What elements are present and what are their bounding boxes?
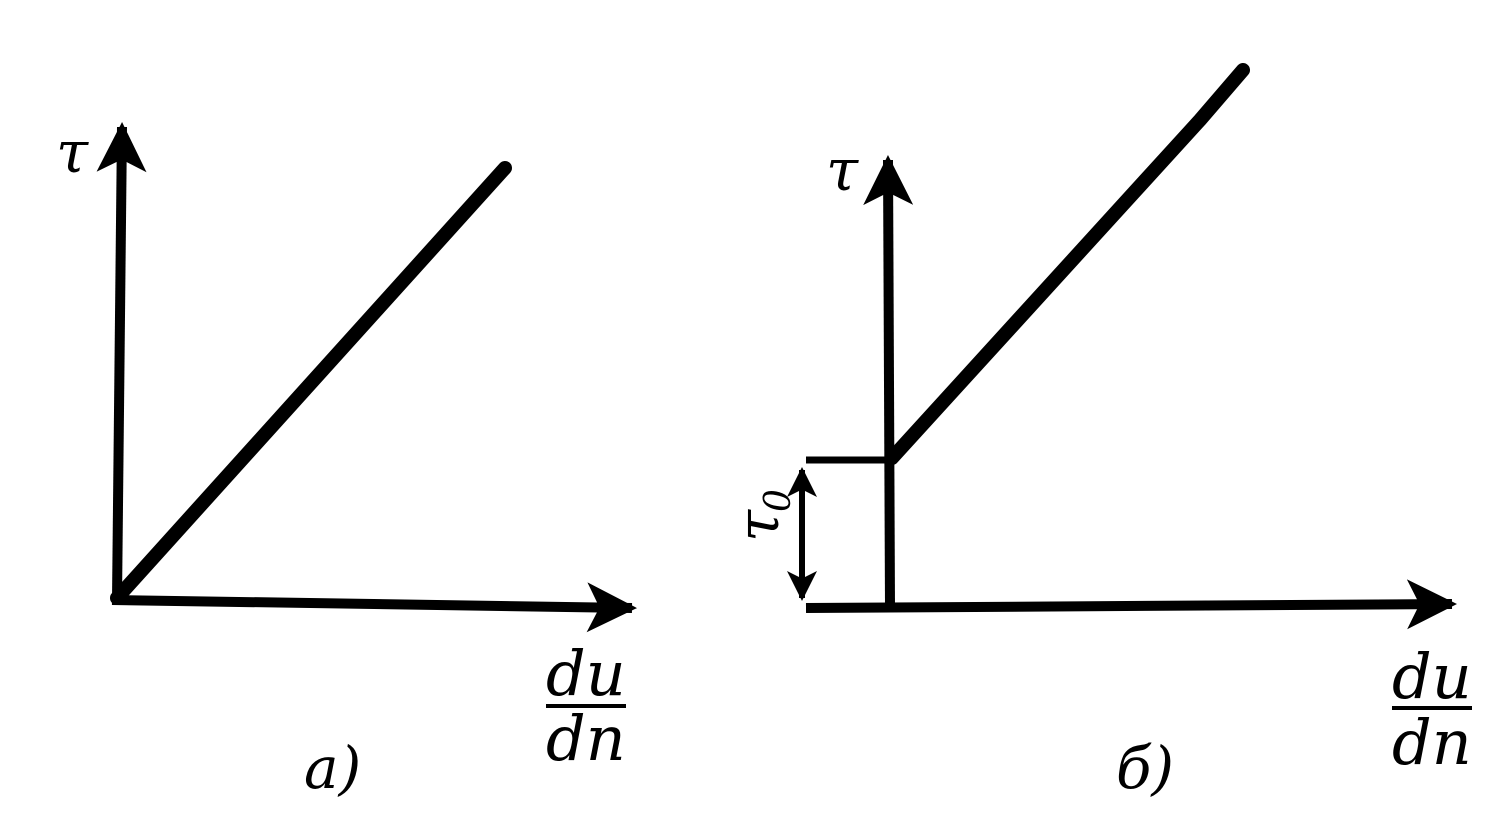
panel-b: τ τ 0 du dn б): [724, 63, 1472, 802]
panel-b-x-label-denominator: dn: [1392, 706, 1472, 779]
yield-stress-subscript: 0: [758, 489, 799, 512]
panel-a-caption: a): [304, 734, 361, 802]
panel-b-caption: б): [1116, 734, 1174, 802]
panel-a-y-axis-label: τ: [56, 118, 89, 186]
panel-a-x-label-denominator: dn: [546, 702, 626, 775]
panel-b-y-axis-label: τ: [826, 136, 859, 204]
panel-a-x-axis: [111, 582, 637, 633]
panel-b-x-label-numerator: du: [1392, 640, 1472, 713]
panel-b-yield-stress-label: τ 0: [724, 489, 799, 542]
yield-stress-symbol: τ: [724, 509, 792, 542]
panel-a-x-label-numerator: du: [546, 637, 626, 710]
panel-a-flow-curve: [110, 161, 512, 605]
panel-b-x-axis: [805, 579, 1457, 630]
panel-b-y-axis: [863, 155, 914, 609]
panel-a-y-axis: [96, 122, 147, 601]
panel-b-flow-curve: [885, 63, 1250, 465]
panel-a: τ du dn a): [56, 118, 637, 802]
